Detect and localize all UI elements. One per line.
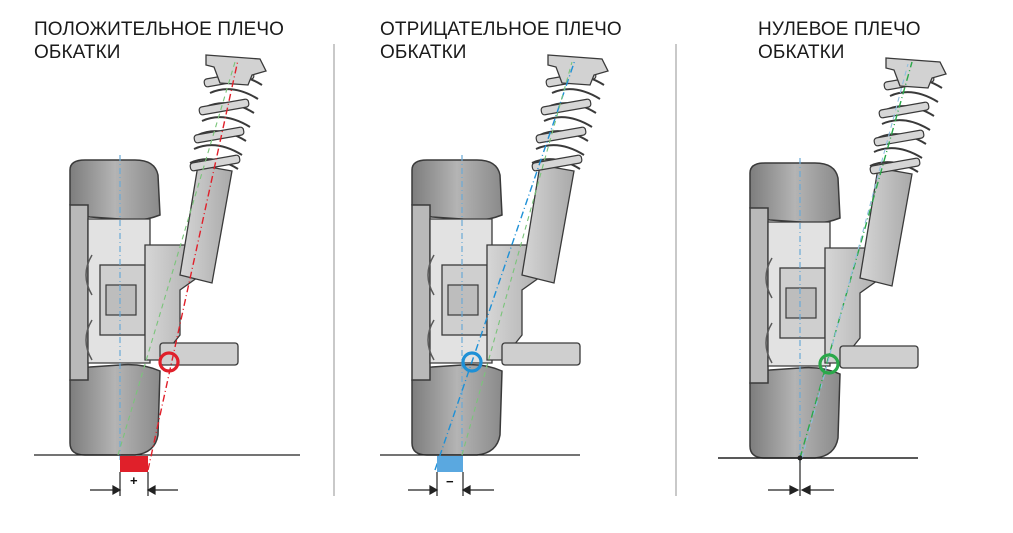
panel-1-assembly: [69, 54, 267, 464]
panel-1-scrub-patch: [120, 456, 148, 472]
divider-right: [675, 44, 677, 496]
panel-3-assembly: [749, 57, 947, 467]
panel-2-sign: −: [446, 474, 454, 489]
divider-left: [333, 44, 335, 496]
panel-3-contact-point: [797, 455, 803, 461]
panel-2-ball-joint: [461, 351, 483, 373]
panel-2-steering-axis: [434, 59, 576, 471]
panel-3-title: НУЛЕВОЕ ПЛЕЧО ОБКАТКИ: [758, 19, 921, 63]
panel-3-dimension: [768, 460, 834, 496]
panel-2-title: ОТРИЦАТЕЛЬНОЕ ПЛЕЧО ОБКАТКИ: [380, 19, 622, 63]
panel-2-dimension: [408, 472, 494, 496]
panel-1-ball-joint: [158, 351, 180, 373]
panel-1-sign: +: [130, 473, 138, 488]
panel-3-steering-axis: [799, 61, 913, 459]
panel-1-title: ПОЛОЖИТЕЛЬНОЕ ПЛЕЧО ОБКАТКИ: [34, 19, 285, 63]
panel-3-ball-joint: [818, 353, 840, 375]
panel-1-dimension: [90, 472, 178, 496]
panel-2-scrub-patch: [437, 456, 463, 472]
panel-2-assembly: [411, 54, 609, 464]
